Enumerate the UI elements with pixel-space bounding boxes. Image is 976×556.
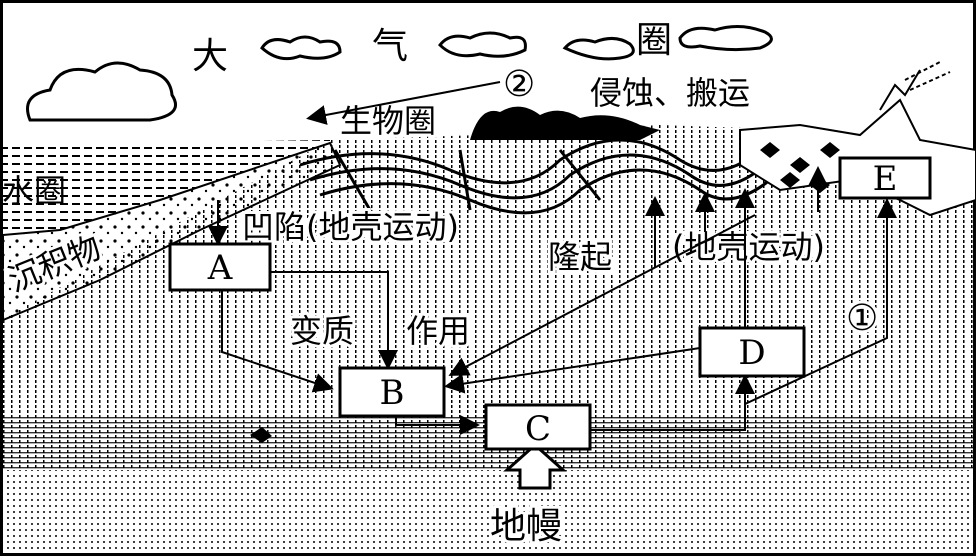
box-e-label: E bbox=[873, 159, 898, 199]
box-e: E bbox=[840, 158, 930, 199]
atmosphere-label-3: 圈 bbox=[636, 20, 672, 61]
box-c: C bbox=[486, 405, 590, 449]
box-b: B bbox=[340, 368, 444, 416]
box-a-label: A bbox=[207, 248, 233, 288]
erosion-label: 侵蚀、搬运 bbox=[590, 74, 750, 112]
metamorphism-label-1: 变质 bbox=[290, 312, 354, 350]
erosion-number: ② bbox=[503, 64, 535, 105]
mantle-layer bbox=[3, 470, 973, 553]
uplift-label: 隆起 bbox=[548, 238, 612, 276]
box-d: D bbox=[700, 328, 804, 376]
atmosphere-label-1: 大 bbox=[192, 36, 228, 77]
mantle-label: 地幔 bbox=[490, 506, 562, 547]
box-d-label: D bbox=[738, 333, 765, 373]
metamorphism-label-2: 作用 bbox=[406, 312, 470, 350]
biosphere-label: 生物圈 bbox=[340, 102, 436, 140]
atmosphere-label-2: 气 bbox=[372, 26, 408, 67]
box-c-label: C bbox=[525, 409, 551, 449]
process-1-number: ① bbox=[846, 298, 878, 339]
box-b-label: B bbox=[380, 373, 405, 413]
box-a: A bbox=[170, 244, 270, 290]
hydrosphere-label: 水圈 bbox=[2, 172, 66, 210]
subsidence-label: 凹陷(地壳运动) bbox=[242, 208, 459, 246]
